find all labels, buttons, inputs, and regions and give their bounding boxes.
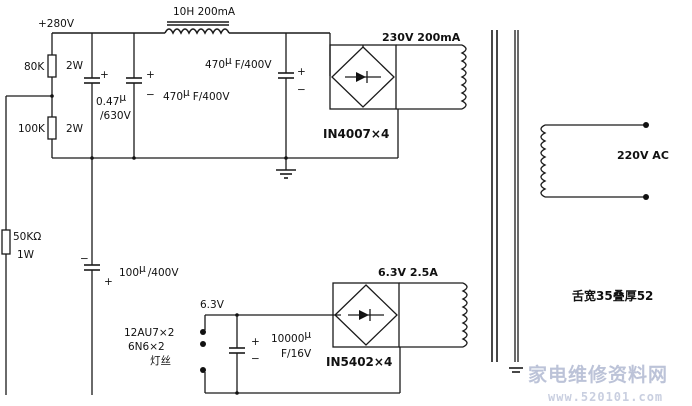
hv-bridge-diamond bbox=[331, 46, 395, 108]
mains-terminal-2 bbox=[643, 194, 649, 200]
lv-winding-coil bbox=[461, 282, 468, 348]
resistor-100k bbox=[47, 116, 57, 140]
c047-plus: + bbox=[100, 69, 109, 81]
lv-bridge-frame bbox=[332, 282, 400, 348]
label-choke: 10H 200mA bbox=[173, 6, 236, 18]
resistor-50k bbox=[1, 229, 11, 255]
label-tubes-c: 灯丝 bbox=[150, 355, 171, 367]
label-b-plus: +280V bbox=[38, 18, 75, 30]
junction-c470b bbox=[284, 156, 288, 160]
tap-junction bbox=[50, 94, 54, 98]
tube-terminal-3 bbox=[200, 367, 206, 373]
junction-c470a bbox=[132, 156, 136, 160]
label-r100k-w: 2W bbox=[66, 123, 84, 135]
choke-inductor bbox=[164, 28, 230, 35]
resistor-80k bbox=[47, 54, 57, 78]
c10000-plus: + bbox=[251, 336, 260, 348]
lv-bridge-diamond bbox=[334, 284, 398, 346]
label-r100k: 100K bbox=[18, 123, 46, 135]
label-mains: 220V AC bbox=[617, 149, 669, 162]
label-c10000-unit: F/16V bbox=[281, 348, 312, 360]
label-c100: 100μ/400V bbox=[119, 263, 179, 279]
label-r50k: 50KΩ bbox=[13, 231, 41, 243]
junction-fil-bot bbox=[235, 391, 239, 395]
tube-terminal-1 bbox=[200, 329, 206, 335]
label-c047-unit: /630V bbox=[100, 110, 132, 122]
primary-winding-coil bbox=[540, 124, 547, 198]
c470b-minus: − bbox=[297, 84, 306, 96]
label-c10000: 10000μ bbox=[271, 329, 311, 345]
label-tubes-a: 12AU7×2 bbox=[124, 327, 174, 339]
label-fil-winding: 6.3V 2.5A bbox=[378, 266, 438, 279]
c470b-plus: + bbox=[297, 66, 306, 78]
hv-winding-coil bbox=[460, 44, 467, 110]
label-r50k-w: 1W bbox=[17, 249, 35, 261]
watermark-title: 家电维修资料网 bbox=[528, 363, 668, 386]
label-core: 舌宽35叠厚52 bbox=[572, 288, 653, 303]
label-fil-v: 6.3V bbox=[200, 299, 225, 311]
c10000-minus: − bbox=[251, 353, 260, 365]
label-c047: 0.47μ bbox=[96, 92, 126, 108]
label-r80k-w: 2W bbox=[66, 60, 84, 72]
label-r80k: 80K bbox=[24, 61, 45, 73]
label-hv-diodes: IN4007×4 bbox=[323, 127, 389, 141]
c100-minus: − bbox=[80, 253, 89, 265]
mains-terminal-1 bbox=[643, 122, 649, 128]
label-hv-winding: 230V 200mA bbox=[382, 31, 461, 44]
label-tubes-b: 6N6×2 bbox=[128, 341, 165, 353]
c100-plus: + bbox=[104, 276, 113, 288]
c470a-minus: − bbox=[146, 89, 155, 101]
tube-terminal-2 bbox=[200, 341, 206, 347]
c470a-plus: + bbox=[146, 69, 155, 81]
label-fil-diodes: IN5402×4 bbox=[326, 355, 392, 369]
watermark-url: www.520101.com bbox=[548, 390, 663, 404]
